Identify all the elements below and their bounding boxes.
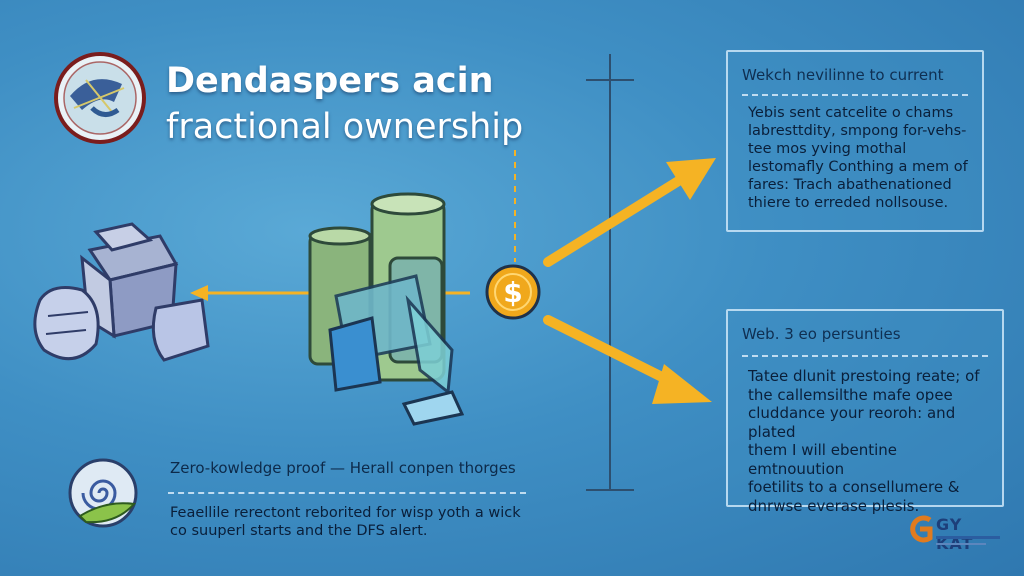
panel-bottom-line: them I will ebentine emtnouution (748, 441, 897, 478)
asset-cluster-icon (308, 192, 465, 426)
panel-top-divider (742, 94, 968, 96)
panel-top-line: labresttdity, smpong for-vehs- (748, 123, 967, 139)
vertical-divider (586, 54, 634, 491)
globe-logo-icon (54, 52, 146, 144)
panel-top-line: Yebis sent catcelite o chams (748, 105, 954, 121)
brand-tagline-bar (936, 543, 986, 545)
page-title: Dendaspers acin fractional ownership (166, 58, 586, 150)
panel-top-body: Yebis sent catcelite o chams labresttdit… (748, 104, 972, 212)
info-panel-bottom: Web. 3 eo persunties Tatee dlunit presto… (726, 309, 1004, 515)
panel-top-line: lestomafly Conthing a mem of (748, 159, 968, 175)
panel-bottom-body: Tatee dlunit prestoing reate; of the cal… (748, 367, 992, 515)
bottom-section-body: Feaellile rerectont reborited for wisp y… (170, 504, 550, 540)
coin-symbol: $ (503, 276, 522, 309)
panel-bottom-line: cluddance your reoroh: and plated (748, 404, 956, 441)
brand-logo: GY KAT (906, 512, 1006, 553)
title-line-2: fractional ownership (166, 107, 524, 147)
panel-bottom-line: dnrwse everase plesis. (748, 496, 920, 515)
panel-bottom-line: the callemsilthe mafe opee (748, 385, 953, 404)
info-panel-top: Wekch nevilinne to current Yebis sent ca… (726, 50, 984, 232)
bottom-section-line: co suuperl starts and the DFS alert. (170, 523, 428, 539)
bottom-section-line: Feaellile rerectont reborited for wisp y… (170, 505, 521, 521)
panel-bottom-heading: Web. 3 eo persunties (742, 325, 901, 343)
brand-tagline-bar (936, 536, 1000, 539)
spiral-badge-icon (68, 458, 138, 528)
box-pile-icon (33, 222, 210, 362)
bottom-section-heading: Zero-kowledge proof — Herall conpen thor… (170, 459, 516, 477)
title-line-1: Dendaspers acin (166, 61, 494, 101)
panel-bottom-divider (742, 355, 988, 357)
panel-top-line: thiere to erreded nollsouse. (748, 195, 949, 211)
arrow-down-right-icon (543, 315, 712, 404)
arrow-up-right-icon (543, 158, 716, 267)
panel-top-line: tee mos yving mothal (748, 141, 907, 157)
dollar-coin-icon: $ (485, 264, 541, 320)
bottom-section-divider (168, 492, 526, 494)
panel-top-heading: Wekch nevilinne to current (742, 66, 944, 84)
panel-bottom-line: foetilits to a consellumere & (748, 478, 960, 496)
panel-top-line: fares: Trach abathenationed (748, 177, 952, 193)
panel-bottom-line: Tatee dlunit prestoing reate; of (748, 367, 980, 385)
brand-text: GY KAT (936, 515, 974, 553)
brand-mark-icon (910, 515, 933, 543)
